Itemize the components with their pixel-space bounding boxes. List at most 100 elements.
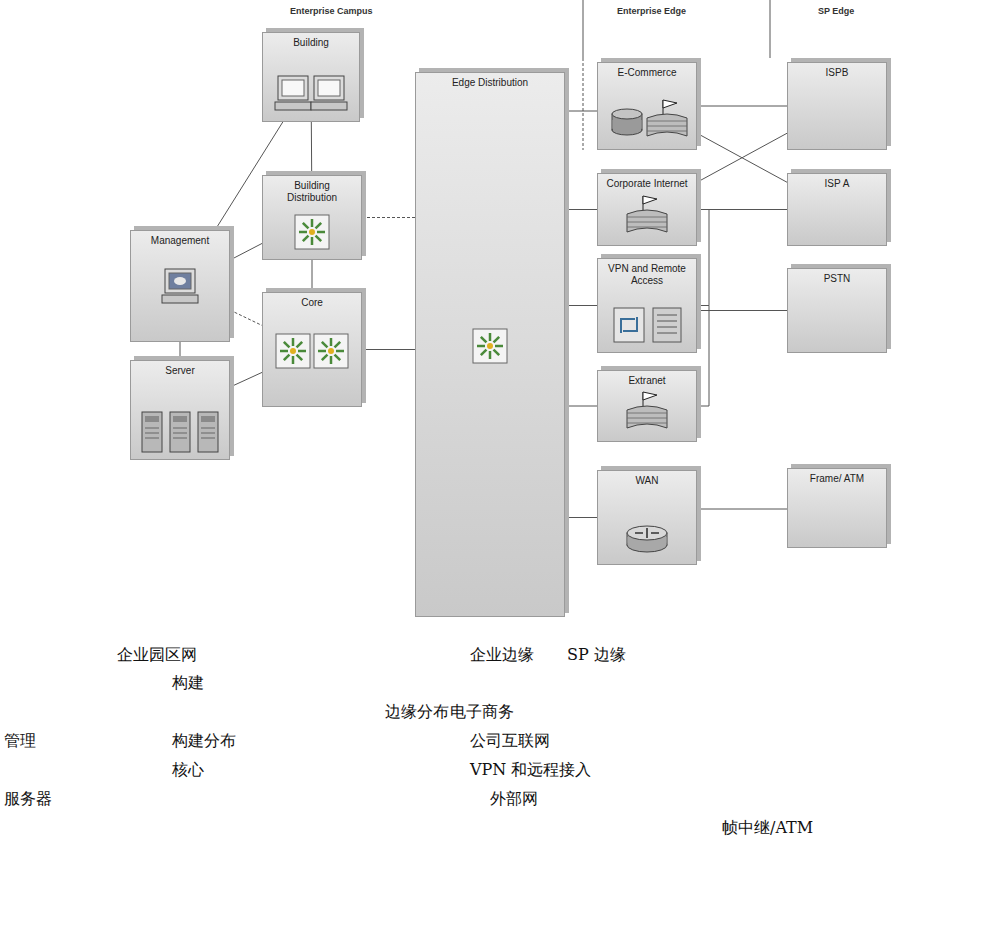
network-block: Server	[130, 360, 230, 460]
block-label: Core	[263, 293, 361, 309]
translation-label: SP 边缘	[567, 645, 626, 666]
block-label: PSTN	[788, 269, 886, 285]
network-link	[311, 122, 312, 175]
network-block: ISP A	[787, 173, 887, 246]
block-label: Frame/ ATM	[788, 469, 886, 485]
zone-heading: SP Edge	[818, 6, 854, 16]
device-icons	[598, 514, 696, 560]
network-block: Frame/ ATM	[787, 468, 887, 548]
network-link	[697, 310, 787, 311]
block-label: ISP A	[788, 174, 886, 190]
device-icons	[263, 328, 361, 374]
device-icons	[416, 323, 564, 369]
network-link	[697, 133, 787, 182]
device-icons	[263, 209, 361, 255]
network-link	[362, 349, 415, 350]
monitor-icon	[311, 76, 347, 110]
device-icons	[598, 302, 696, 348]
db-icon	[612, 109, 642, 135]
vpnbox-icon	[653, 308, 681, 342]
network-block: Corporate Internet	[597, 173, 697, 246]
firewall-icon	[627, 392, 667, 428]
zone-heading: Enterprise Edge	[617, 6, 686, 16]
network-block: ISPB	[787, 62, 887, 150]
translation-label: 公司互联网	[470, 731, 550, 752]
network-link	[565, 517, 597, 518]
switch-icon	[276, 334, 310, 368]
network-link	[230, 372, 262, 387]
network-link	[180, 342, 181, 360]
zone-heading: Enterprise Campus	[290, 6, 373, 16]
firewall-icon	[647, 100, 687, 136]
network-block: Building Distribution	[262, 175, 362, 260]
network-link	[230, 243, 262, 260]
device-icons	[131, 409, 229, 455]
network-link	[697, 133, 787, 182]
network-link	[362, 217, 415, 218]
translation-label: 服务器	[4, 789, 52, 810]
network-block: Building	[262, 32, 360, 122]
block-label: Building Distribution	[263, 176, 361, 204]
block-label: Corporate Internet	[598, 174, 696, 190]
block-label: Extranet	[598, 371, 696, 387]
network-link	[697, 509, 787, 510]
translation-label: 企业园区网	[117, 645, 197, 666]
block-label: Edge Distribution	[416, 73, 564, 89]
network-block: Edge Distribution	[415, 72, 565, 617]
network-link	[565, 406, 597, 407]
monitor-icon	[275, 76, 311, 110]
device-icons	[131, 264, 229, 310]
translation-label: 企业边缘	[470, 645, 534, 666]
translation-label: 核心	[172, 760, 204, 781]
switch-icon	[295, 215, 329, 249]
network-block: PSTN	[787, 268, 887, 353]
device-icons	[598, 99, 696, 145]
translation-label: 边缘分布	[385, 702, 449, 723]
network-link	[697, 209, 787, 210]
zone-separator	[770, 0, 771, 58]
switch-icon	[314, 334, 348, 368]
network-link	[697, 210, 709, 306]
network-block: WAN	[597, 470, 697, 565]
computer-icon	[162, 269, 198, 303]
server-icon	[170, 412, 190, 452]
network-block: Extranet	[597, 370, 697, 442]
network-link	[230, 310, 262, 325]
zone-separator	[583, 58, 584, 150]
translation-label: VPN 和远程接入	[470, 760, 591, 781]
router-icon	[627, 526, 667, 552]
network-link	[312, 260, 313, 292]
device-icons	[263, 71, 359, 117]
translation-label: 电子商务	[450, 702, 514, 723]
translation-label: 外部网	[490, 789, 538, 810]
server-icon	[142, 412, 162, 452]
switch-icon	[473, 329, 507, 363]
translation-label: 管理	[4, 731, 36, 752]
network-block: Management	[130, 230, 230, 342]
network-link	[565, 305, 597, 306]
zone-separator	[583, 0, 584, 58]
vpn-icon	[614, 308, 644, 342]
network-block: VPN and Remote Access	[597, 258, 697, 353]
block-label: Management	[131, 231, 229, 247]
device-icons	[598, 195, 696, 241]
network-block: E-Commerce	[597, 62, 697, 150]
translation-label: 帧中继/ATM	[722, 818, 813, 839]
block-label: VPN and Remote Access	[598, 259, 696, 287]
network-link	[565, 111, 597, 112]
block-label: ISPB	[788, 63, 886, 79]
block-label: WAN	[598, 471, 696, 487]
network-link	[565, 209, 597, 210]
translation-label: 构建	[172, 673, 204, 694]
firewall-icon	[627, 196, 667, 232]
network-block: Core	[262, 292, 362, 407]
block-label: E-Commerce	[598, 63, 696, 79]
network-link	[697, 106, 787, 107]
translation-label: 构建分布	[172, 731, 236, 752]
network-link	[697, 306, 709, 407]
device-icons	[598, 391, 696, 437]
block-label: Building	[263, 33, 359, 49]
block-label: Server	[131, 361, 229, 377]
server-icon	[198, 412, 218, 452]
